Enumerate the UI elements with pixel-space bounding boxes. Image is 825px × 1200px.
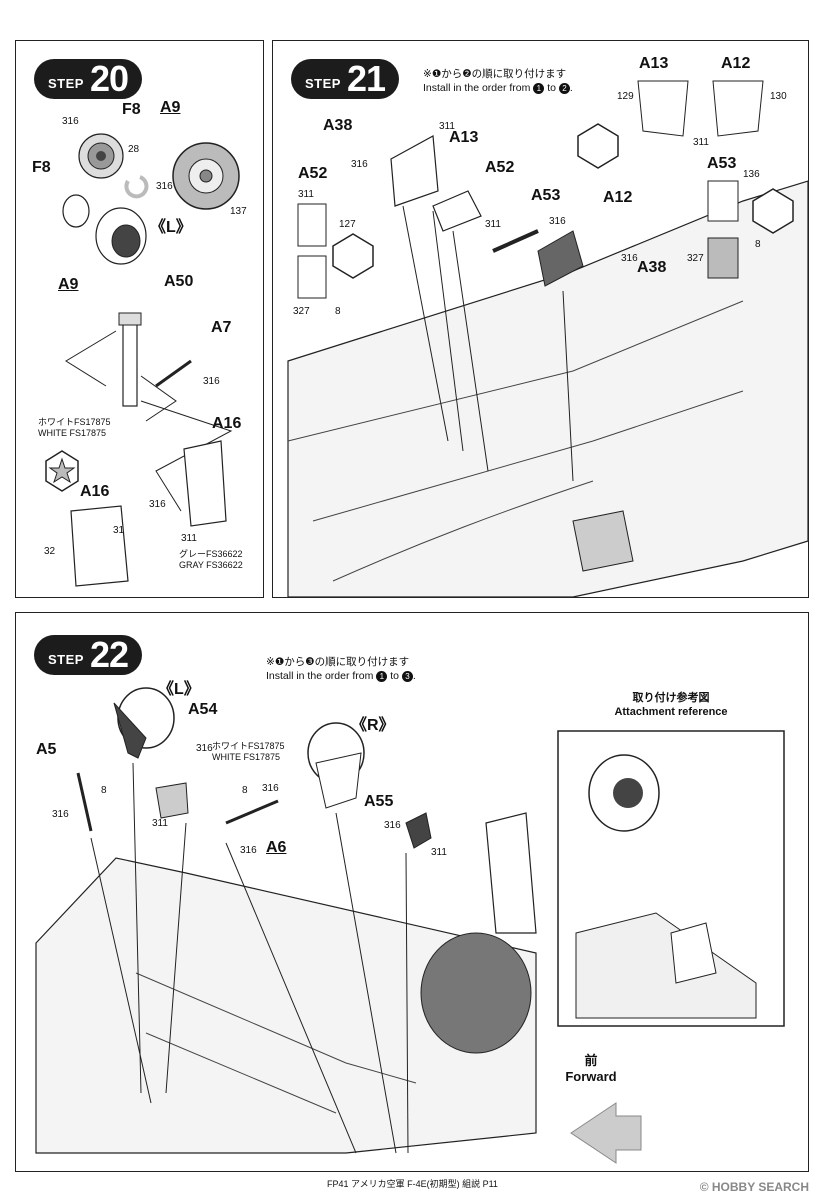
page-footer: FP41 アメリカ空軍 F-4E(初期型) 組説 P11 [327, 1179, 498, 1189]
label-a12-top: A12 [721, 55, 751, 72]
label-a13-top: A13 [639, 55, 669, 72]
part-8b: 8 [242, 785, 248, 796]
label-a7: A7 [211, 319, 232, 336]
part-316d: 316 [149, 499, 166, 510]
label-l: 《L》 [150, 219, 192, 236]
part-316a: 316 [196, 743, 213, 754]
label-a12: A12 [603, 189, 633, 206]
part-31: 31 [113, 525, 125, 536]
part-127: 127 [339, 219, 356, 230]
label-a53-right: A53 [707, 155, 737, 172]
part-136: 136 [743, 169, 760, 180]
part-316b: 316 [52, 809, 69, 820]
label-a16-low: A16 [80, 483, 110, 500]
part-311b: 311 [693, 137, 709, 148]
step22-panel: STEP 22 ※❶から❸の順に取り付けます Install in the or… [15, 612, 809, 1172]
part-311: 311 [181, 533, 197, 544]
part-316c: 316 [203, 376, 220, 387]
part-32: 32 [44, 546, 56, 557]
step22-order-note: ※❶から❸の順に取り付けます Install in the order from… [266, 656, 416, 682]
label-a38-right: A38 [637, 259, 667, 276]
label-f8-top: F8 [122, 101, 141, 118]
part-8a: 8 [101, 785, 107, 796]
part-316d: 316 [240, 845, 257, 856]
part-316b: 316 [156, 181, 173, 192]
label-a5: A5 [36, 741, 57, 758]
part-130: 130 [770, 91, 787, 102]
white-color-note: ホワイトFS17875 WHITE FS17875 [38, 417, 111, 438]
step21-panel: STEP 21 ※❶から❷の順に取り付けます Install in the or… [272, 40, 809, 598]
part-316a: 316 [351, 159, 368, 170]
label-f8-left: F8 [32, 159, 51, 176]
label-a9-top: A9 [160, 99, 181, 116]
label-a16-mid: A16 [212, 415, 242, 432]
label-a13: A13 [449, 129, 479, 146]
forward-indicator: 前 Forward [565, 1053, 617, 1084]
attachment-reference-title: 取り付け参考図 Attachment reference [614, 692, 728, 718]
step21-drawing [287, 80, 809, 598]
label-a55: A55 [364, 793, 394, 810]
part-8a: 8 [335, 306, 341, 317]
part-8b: 8 [755, 239, 761, 250]
part-129: 129 [617, 91, 634, 102]
step22-white-note: ホワイトFS17875 WHITE FS17875 [212, 741, 285, 762]
step22-badge: STEP 22 [34, 634, 143, 675]
part-137: 137 [230, 206, 247, 217]
label-a38-left: A38 [323, 117, 353, 134]
label-a53: A53 [531, 187, 561, 204]
part-311a: 311 [439, 121, 455, 132]
part-311b: 311 [431, 847, 447, 858]
part-311d: 311 [485, 219, 501, 230]
step21-order-note: ※❶から❷の順に取り付けます Install in the order from… [423, 68, 573, 94]
label-a6: A6 [266, 839, 287, 856]
part-316c: 316 [621, 253, 638, 264]
step22-drawing [35, 687, 785, 1164]
part-311c: 311 [298, 189, 314, 200]
part-327b: 327 [687, 253, 704, 264]
part-316a: 316 [62, 116, 79, 127]
step21-badge: STEP 21 [291, 58, 400, 99]
label-a9-left: A9 [58, 276, 79, 293]
part-327a: 327 [293, 306, 310, 317]
label-a50: A50 [164, 273, 194, 290]
label-r: 《R》 [351, 717, 395, 734]
gray-color-note: グレーFS36622 GRAY FS36622 [179, 549, 243, 570]
part-316c: 316 [262, 783, 279, 794]
step20-drawing [45, 133, 240, 587]
step20-panel: STEP 20 F8 A9 F8 A9 《L》 A50 [15, 40, 264, 598]
part-311a: 311 [152, 818, 168, 829]
part-28: 28 [128, 144, 140, 155]
step20-badge: STEP 20 [34, 58, 143, 99]
part-316e: 316 [384, 820, 401, 831]
label-a52-left: A52 [298, 165, 328, 182]
label-a52-center: A52 [485, 159, 515, 176]
label-a54: A54 [188, 701, 218, 718]
watermark: © HOBBY SEARCH [699, 1180, 809, 1194]
label-l: 《L》 [158, 681, 200, 698]
part-316b: 316 [549, 216, 566, 227]
